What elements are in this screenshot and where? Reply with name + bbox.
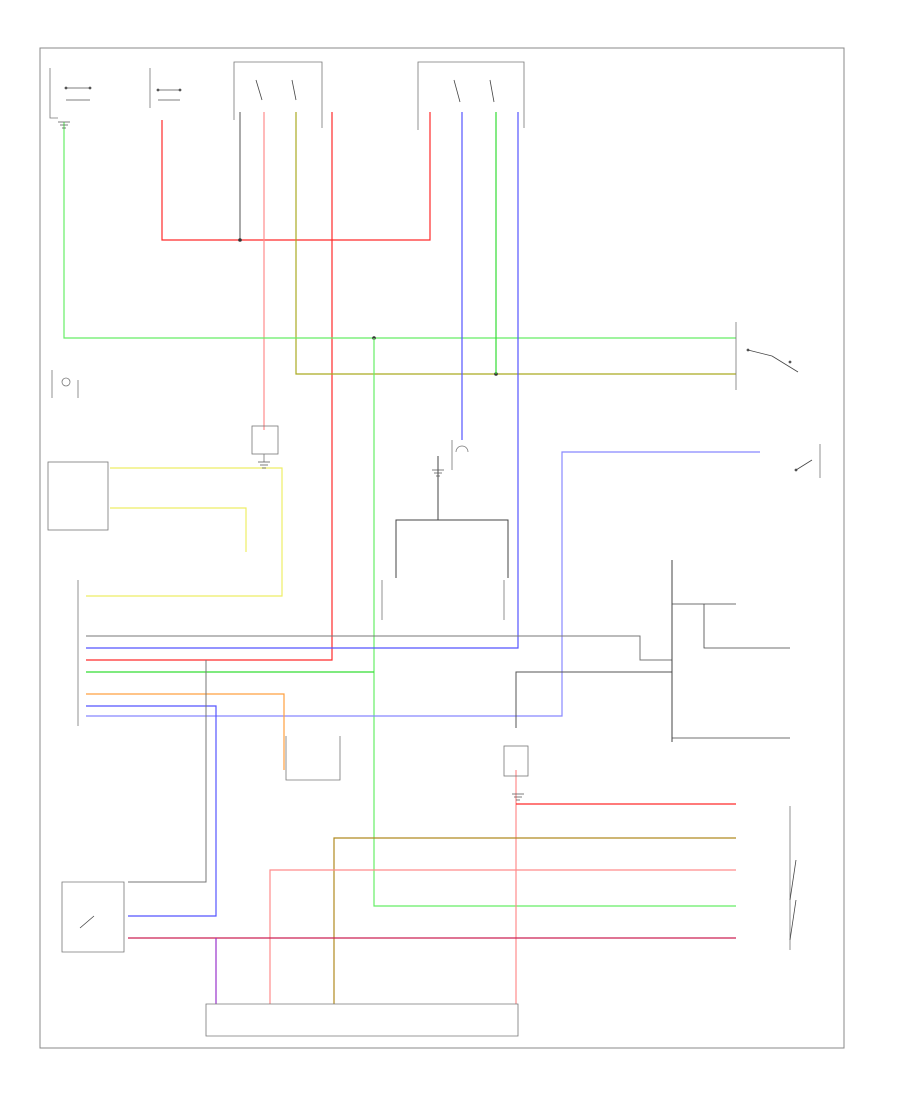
fuse-box-1 <box>49 68 92 119</box>
heater-control <box>205 1003 519 1037</box>
wire-gray-2 <box>515 671 672 728</box>
wire-blue-relay-3 <box>86 112 519 649</box>
wire-blue-acswitch <box>86 705 217 917</box>
wire-black-fan-bus <box>395 456 509 578</box>
wire-light-blue-coolant <box>86 451 760 717</box>
ac-switch <box>61 881 125 953</box>
wire-heater-taps <box>672 603 790 739</box>
radiator-fan-motor <box>381 580 505 620</box>
wire-pink-fan <box>269 869 736 1004</box>
wire-green-down <box>373 338 736 907</box>
condenser-fan-relay <box>417 61 525 130</box>
wire-tan <box>333 837 736 1004</box>
coolant-temp-switch <box>794 444 821 478</box>
wire-yellow-green <box>295 112 736 375</box>
engine-control-module <box>47 370 109 726</box>
condenser-fan-motor <box>285 440 469 781</box>
dual-pressure-switch <box>735 322 799 390</box>
wire-gray-1 <box>86 635 672 661</box>
wire-yellow-ecm-2 <box>110 507 247 552</box>
heater-fan-switch <box>789 806 797 950</box>
wire-yellow-ecm-1 <box>86 467 283 597</box>
ac-compressor-clutch <box>251 425 279 462</box>
ground-symbols <box>58 121 524 801</box>
wire-gray-acswitch <box>128 660 207 883</box>
blower-motor <box>503 745 529 777</box>
diagram-frame <box>39 47 845 1049</box>
fuse-box-2 <box>149 68 182 108</box>
wire-orange <box>86 693 285 770</box>
wire-green-main <box>63 122 736 339</box>
wire-pink-ecm <box>86 112 333 661</box>
ac-compressor-relay <box>233 61 323 128</box>
